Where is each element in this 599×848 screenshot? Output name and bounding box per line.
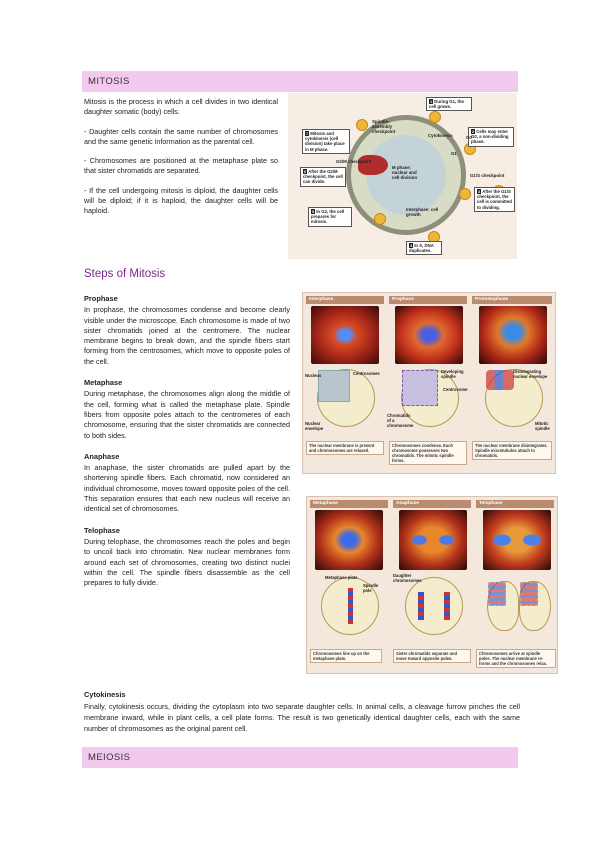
g1-label: G1 [451,151,457,156]
mitosis-point-2: - Chromosomes are positioned at the meta… [84,156,278,176]
cytokinesis-text: Finally, cytokinesis occurs, dividing th… [84,702,520,733]
caption-metaphase: Chromosomes line up on the metaphase pla… [310,649,382,663]
section-header-meiosis-text: MEIOSIS [88,752,131,763]
anaphase-photo [399,510,467,570]
label-nuclear-envelope: Nuclear envelope [305,421,324,431]
caption-interphase: The nuclear membrane is present and chro… [306,441,384,455]
cell-icon [356,119,368,131]
mitosis-point-1: - Daughter cells contain the same number… [84,126,278,146]
label-developing-spindle: Developing spindle [441,369,464,379]
interphase-label: Interphase: cell growth [406,207,439,217]
interphase-photo [311,306,379,364]
caption-anaphase: Sister chromatids separate and move towa… [393,649,471,663]
prophase-text: In prophase, the chromosomes condense an… [84,305,290,366]
label-daughter-chromosomes: Daughter chromosomes [393,573,422,583]
metaphase-text: During metaphase, the chromosomes align … [84,389,290,440]
prometaphase-photo [479,306,547,364]
telophase-cell-right [519,581,551,631]
label-centrosome: Centrosome [443,387,468,392]
g0-label: G0 [466,135,472,140]
anaphase-text: In anaphase, the sister chromatids are p… [84,463,290,514]
label-chromatids: Chromatids of a chromosome [387,413,414,428]
caption-prophase: Chromosomes condense. Each chromosome po… [389,441,467,465]
label-disintegrating-envelope: Disintegrating nuclear envelope [513,369,548,379]
caption-prometaphase: The nuclear membrane disintegrates. Spin… [472,441,552,460]
panel-head-interphase: Interphase [306,296,384,304]
steps-title: Steps of Mitosis [84,268,166,280]
label-metaphase-plate: Metaphase plate [325,575,358,580]
mitosis-point-3: - If the cell undergoing mitosis is dipl… [84,185,278,216]
cytokinesis-title: Cytokinesis [84,690,126,699]
caption-telophase: Chromosomes arrive at spindle poles. The… [476,649,556,668]
section-header-meiosis: MEIOSIS [82,747,518,768]
mphase-wedge [358,155,388,175]
cell-icon [374,213,386,225]
prophase-cell-diagram [401,369,459,427]
telophase-text: During telophase, the chromosomes reach … [84,536,290,588]
panel-head-telophase: Telophase [476,500,554,508]
section-header-mitosis: MITOSIS [82,71,518,92]
g1s-checkpoint-label: G1/S checkpoint [470,173,505,178]
metaphase-title: Metaphase [84,378,123,388]
metaphase-photo [315,510,383,570]
anaphase-cell-diagram [405,577,463,635]
spindle-checkpoint-label: Spindle-assembly checkpoint [372,119,396,134]
panel-head-anaphase: Anaphase [393,500,471,508]
cycle-inner-disc [366,135,446,215]
label-spindle-pole: Spindle pole [363,583,379,593]
mitosis-figure-bottom: Metaphase Anaphase Telophase Metaphase p… [306,496,558,674]
metaphase-cell-diagram [321,577,379,635]
label-centrosomes: Centrosomes [353,371,380,376]
interphase-cell-diagram [317,369,375,427]
cytokinesis-block: Cytokinesis Finally, cytokinesis occurs,… [84,689,520,734]
mitosis-intro: Mitosis is the process in which a cell d… [84,97,278,117]
prophase-photo [395,306,463,364]
mphase-label: M phase: nuclear and cell division [392,165,418,180]
telophase-cell-left [487,581,519,631]
mitosis-figure-top: Interphase Prophase Prometaphase Nucleus… [302,292,556,474]
prophase-title: Prophase [84,294,118,303]
panel-head-prometaphase: Prometaphase [472,296,552,304]
anaphase-title: Anaphase [84,451,120,461]
cell-icon [429,111,441,123]
label-mitotic-spindle: Mitotic spindle [535,421,550,431]
mitosis-intro-block: Mitosis is the process in which a cell d… [84,97,278,226]
panel-head-prophase: Prophase [389,296,467,304]
steps-text-block: Prophase In prophase, the chromosomes co… [84,294,290,597]
label-nucleus: Nucleus [305,373,322,378]
prometaphase-cell-diagram [485,369,543,427]
telophase-title: Telophase [84,525,121,535]
g2m-checkpoint-label: G2/M checkpoint [336,159,372,164]
telophase-photo [483,510,551,570]
cell-icon [459,188,471,200]
section-header-mitosis-text: MITOSIS [88,76,130,87]
cytokinesis-label: Cytokinesis [428,133,453,138]
panel-head-metaphase: Metaphase [310,500,388,508]
